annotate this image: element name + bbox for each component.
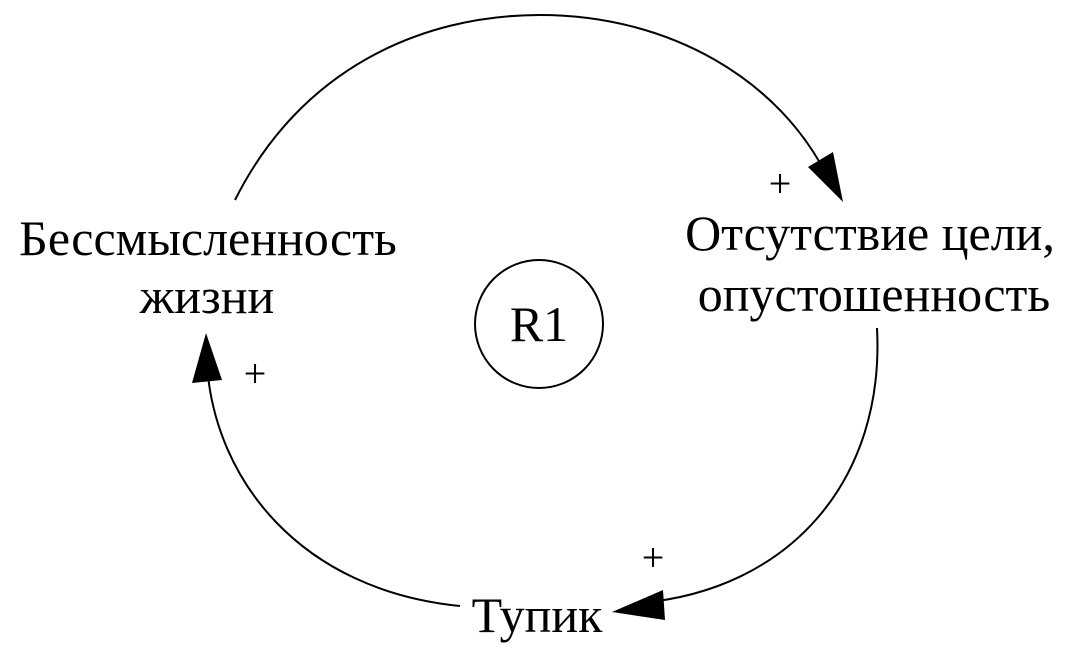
node-no-goal: Отсутствие цели, опустошенность [685,205,1055,322]
polarity-sign: + [244,351,267,396]
link-no-goal-to-deadlock [639,327,879,604]
loop-label: R1 [510,296,568,352]
polarity-sign: + [769,161,792,206]
arrowhead-meaninglessness [192,333,222,383]
node-deadlock: Тупик [472,587,604,643]
loop-marker-circle [474,259,604,389]
arrowhead-deadlock [612,590,665,620]
link-meaninglessness-to-no-goal [234,13,829,201]
node-meaninglessness: Бессмысленность жизни [19,210,397,324]
node-label-line: жизни [139,268,275,324]
node-label-line: опустошенность [698,266,1050,322]
polarity-sign: + [642,535,665,580]
node-label-line: Бессмысленность [19,210,397,266]
link-deadlock-to-meaninglessness [206,364,461,607]
node-label-line: Отсутствие цели, [685,205,1055,261]
arrowhead-no-goal [808,152,843,202]
node-label-line: Тупик [472,587,604,643]
